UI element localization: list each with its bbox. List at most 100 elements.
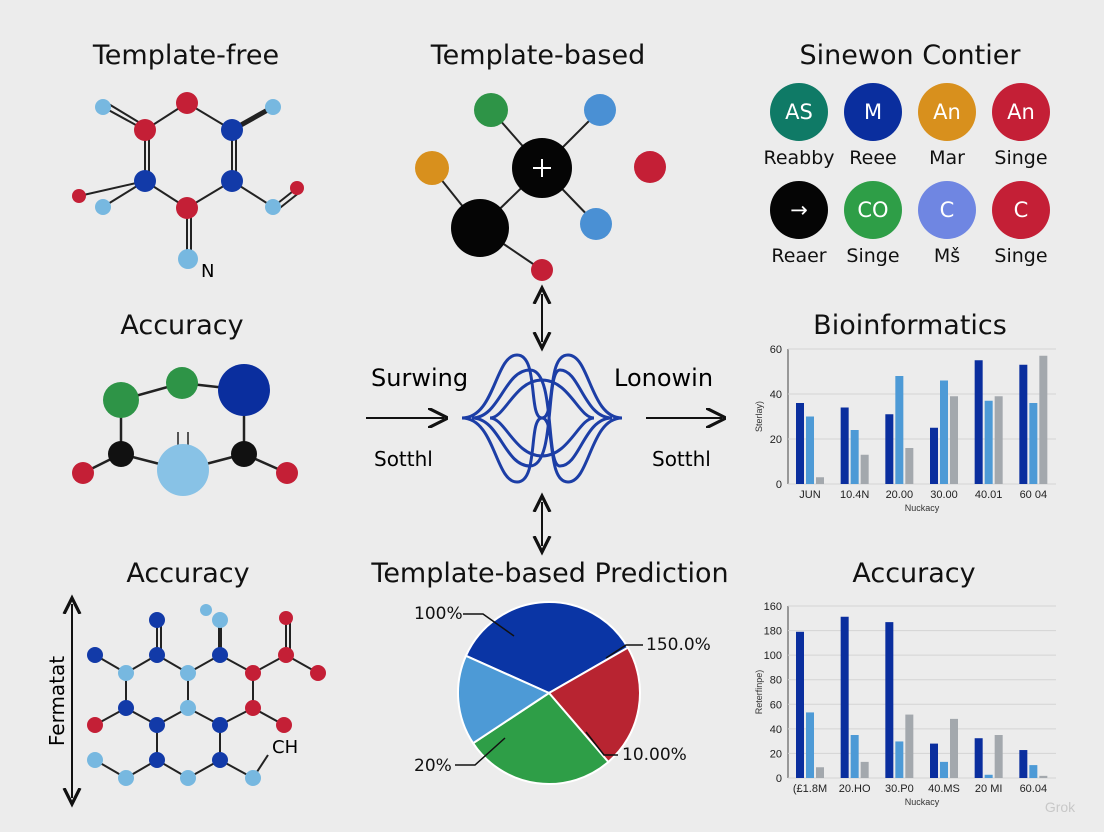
legend-label: Mš — [934, 245, 960, 267]
y-axis-label: Sterlay) — [754, 401, 764, 432]
pie-label: 10.00% — [622, 745, 687, 765]
flow-diagram: Surwing Sotthl Lonowin Sotthl — [366, 294, 722, 546]
y-tick-label: 60 — [770, 344, 782, 356]
bar — [895, 376, 904, 484]
title-template-free: Template-free — [92, 40, 280, 71]
legend-badge-text: C — [1014, 198, 1029, 222]
y-tick-label: 0 — [776, 479, 782, 491]
x-axis-label: Nuckacy — [905, 503, 940, 513]
y-tick-label: 40 — [770, 389, 782, 401]
bar — [796, 631, 804, 778]
x-tick-label: 20 MI — [975, 783, 1003, 795]
bar — [850, 430, 859, 484]
bar — [940, 380, 948, 484]
bar — [940, 761, 948, 778]
bar — [895, 741, 904, 778]
flow-label-right-top: Lonowin — [614, 364, 713, 392]
legend-badge — [844, 181, 902, 239]
bar — [816, 767, 824, 778]
legend-badge — [992, 83, 1050, 141]
legend-badge-text: → — [790, 198, 808, 222]
x-tick-label: (£1.8M — [793, 783, 827, 795]
x-tick-label: JUN — [799, 489, 820, 501]
legend-badge — [770, 83, 828, 141]
bar — [1039, 775, 1048, 778]
bar — [885, 414, 894, 484]
x-tick-label: 40.MS — [928, 783, 960, 795]
bar — [1019, 750, 1028, 778]
legend-label: Reabby — [763, 147, 834, 169]
legend-grid: ASReabbyMReeeAnMarAnSinge→ReaerCOSingeCM… — [763, 83, 1050, 267]
y-tick-label: 60 — [770, 699, 782, 711]
molecule-template-based — [415, 93, 666, 281]
legend-badge-text: An — [933, 100, 961, 124]
molecule-template-free — [72, 92, 304, 269]
x-tick-label: 40.01 — [975, 489, 1003, 501]
chart-pie-prediction: 100%150.0%10.00%20% — [414, 601, 711, 785]
y-tick-label: 160 — [764, 601, 782, 613]
legend-badge — [918, 181, 976, 239]
atom-label-ch: CH — [272, 737, 298, 758]
flow-label-right-bottom: Sotthl — [652, 447, 711, 471]
legend-badge — [918, 83, 976, 141]
legend-badge-text: M — [864, 100, 882, 124]
x-tick-label: 10.4N — [840, 489, 869, 501]
watermark-text: Grok — [1045, 799, 1076, 815]
bar — [930, 427, 938, 484]
pie-label: 150.0% — [646, 635, 711, 655]
pie-leader — [463, 613, 515, 637]
title-accuracy-bottom-left: Accuracy — [126, 558, 250, 589]
legend-label: Singe — [846, 245, 899, 267]
flow-label-left-top: Surwing — [371, 364, 468, 392]
bar — [1029, 765, 1038, 778]
x-tick-label: 30.P0 — [885, 783, 914, 795]
y-tick-label: 0 — [776, 773, 782, 785]
title-accuracy-mid: Accuracy — [120, 310, 244, 341]
atom-label-n: N — [201, 261, 214, 282]
bar — [950, 396, 958, 484]
x-tick-label: 60.04 — [1020, 783, 1048, 795]
x-tick-label: 60 04 — [1020, 489, 1048, 501]
title-legend: Sinewon Contier — [800, 40, 1021, 71]
title-template-based: Template-based — [430, 40, 646, 71]
y-axis-label: Reterfinpe) — [754, 670, 764, 715]
molecule-accuracy-mid — [72, 364, 298, 496]
y-tick-label: 40 — [770, 724, 782, 736]
bar — [950, 718, 958, 778]
y-tick-label: 20 — [770, 434, 782, 446]
y-tick-label: 80 — [770, 675, 782, 687]
legend-badge — [844, 83, 902, 141]
bar — [905, 714, 914, 778]
legend-badge — [992, 181, 1050, 239]
bar — [994, 396, 1003, 484]
molecule-accuracy-bottom: Fermatat — [45, 604, 326, 798]
bar — [905, 448, 914, 484]
legend-badge-text: C — [940, 198, 955, 222]
bar — [984, 774, 993, 778]
vertical-axis-label: Fermatat — [45, 656, 69, 746]
bar — [860, 454, 869, 484]
bar — [840, 407, 849, 484]
bar — [974, 738, 983, 778]
x-tick-label: 20.HO — [839, 783, 871, 795]
bar — [850, 735, 859, 778]
pie-leader — [585, 731, 618, 756]
pie-leader — [455, 737, 506, 766]
bar — [1029, 403, 1038, 484]
title-legend-part1: Sinew — [799, 40, 880, 71]
y-tick-label: 20 — [770, 748, 782, 760]
bar — [806, 416, 814, 484]
bar — [984, 400, 993, 484]
legend-label: Singe — [994, 245, 1047, 267]
title-legend-part2: on Contier — [879, 40, 1021, 71]
title-bioinformatics: Bioinformatics — [813, 310, 1007, 341]
bar — [974, 360, 983, 484]
legend-label: Reee — [849, 147, 896, 169]
bar — [1039, 355, 1048, 484]
bar — [816, 477, 824, 484]
flow-knot — [461, 353, 623, 484]
legend-label: Singe — [994, 147, 1047, 169]
pie-label: 100% — [414, 604, 463, 624]
